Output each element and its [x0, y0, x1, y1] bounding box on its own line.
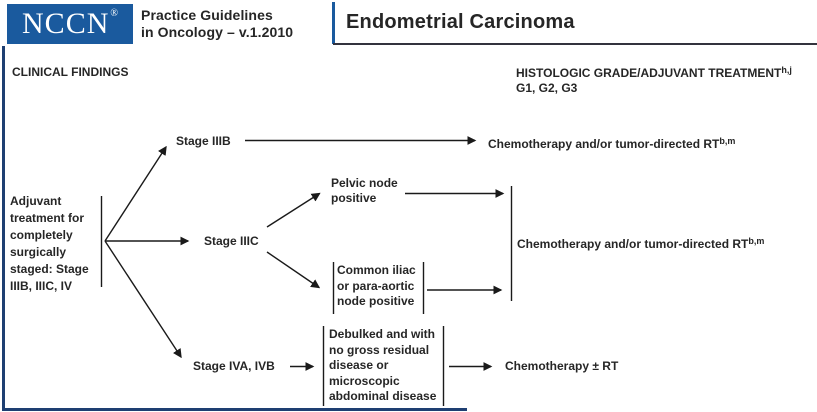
- debulked-node: Debulked and with no gross residual dise…: [329, 327, 437, 404]
- footnote-ref-hj: h,j: [781, 65, 792, 75]
- histologic-grade-title-line: HISTOLOGIC GRADE/ADJUVANT TREATMENTh,j: [516, 63, 792, 81]
- stage-iiib-label: Stage IIIB: [176, 134, 231, 148]
- common-iliac-node: Common iliac or para-aortic node positiv…: [337, 263, 416, 308]
- program-title: Practice Guidelines in Oncology – v.1.20…: [141, 7, 294, 40]
- nccn-logo-text: NCCN: [22, 7, 110, 40]
- arrow-stage-iiic-to-pelvic: [266, 192, 321, 228]
- pelvic-node-positive-node: Pelvic node positive: [331, 176, 398, 205]
- arrow-stage-iiic-to-common-iliac: [266, 251, 321, 289]
- outcome-chemo-rt-stage-iiib: Chemotherapy and/or tumor-directed RTb,m: [488, 134, 735, 151]
- outcome-chemo-rt-text: Chemotherapy and/or tumor-directed RT: [488, 137, 720, 151]
- outcome-chemo-plus-minus-rt: Chemotherapy ± RT: [505, 359, 619, 373]
- arrow-root-to-stage-iiib: [104, 145, 167, 242]
- footnote-ref-bm: b,m: [748, 236, 765, 246]
- footnote-ref-bm: b,m: [719, 136, 736, 146]
- nccn-logo: NCCN ®: [7, 4, 133, 44]
- column-header-clinical-findings: CLINICAL FINDINGS: [12, 65, 129, 79]
- outcome-chemo-rt-text: Chemotherapy and/or tumor-directed RT: [517, 237, 749, 251]
- header-separator: [332, 2, 335, 44]
- arrow-root-to-stage-iva: [104, 240, 182, 359]
- column-header-histologic-grade: HISTOLOGIC GRADE/ADJUVANT TREATMENTh,j G…: [516, 63, 792, 95]
- stage-iva-ivb-label: Stage IVA, IVB: [193, 359, 275, 373]
- page-title: Endometrial Carcinoma: [346, 11, 575, 33]
- histologic-grade-subtitle: G1, G2, G3: [516, 80, 578, 95]
- stage-iiic-label: Stage IIIC: [204, 234, 259, 248]
- header-rule: [333, 43, 817, 45]
- outcome-chemo-rt-stage-iiic: Chemotherapy and/or tumor-directed RTb,m: [517, 234, 764, 251]
- root-node-adjuvant-treatment: Adjuvant treatment for completely surgic…: [10, 194, 89, 293]
- page-frame-left: [2, 46, 5, 410]
- page-frame-bottom: [2, 408, 467, 411]
- histologic-grade-title: HISTOLOGIC GRADE/ADJUVANT TREATMENT: [516, 66, 782, 80]
- registered-trademark-icon: ®: [110, 8, 118, 19]
